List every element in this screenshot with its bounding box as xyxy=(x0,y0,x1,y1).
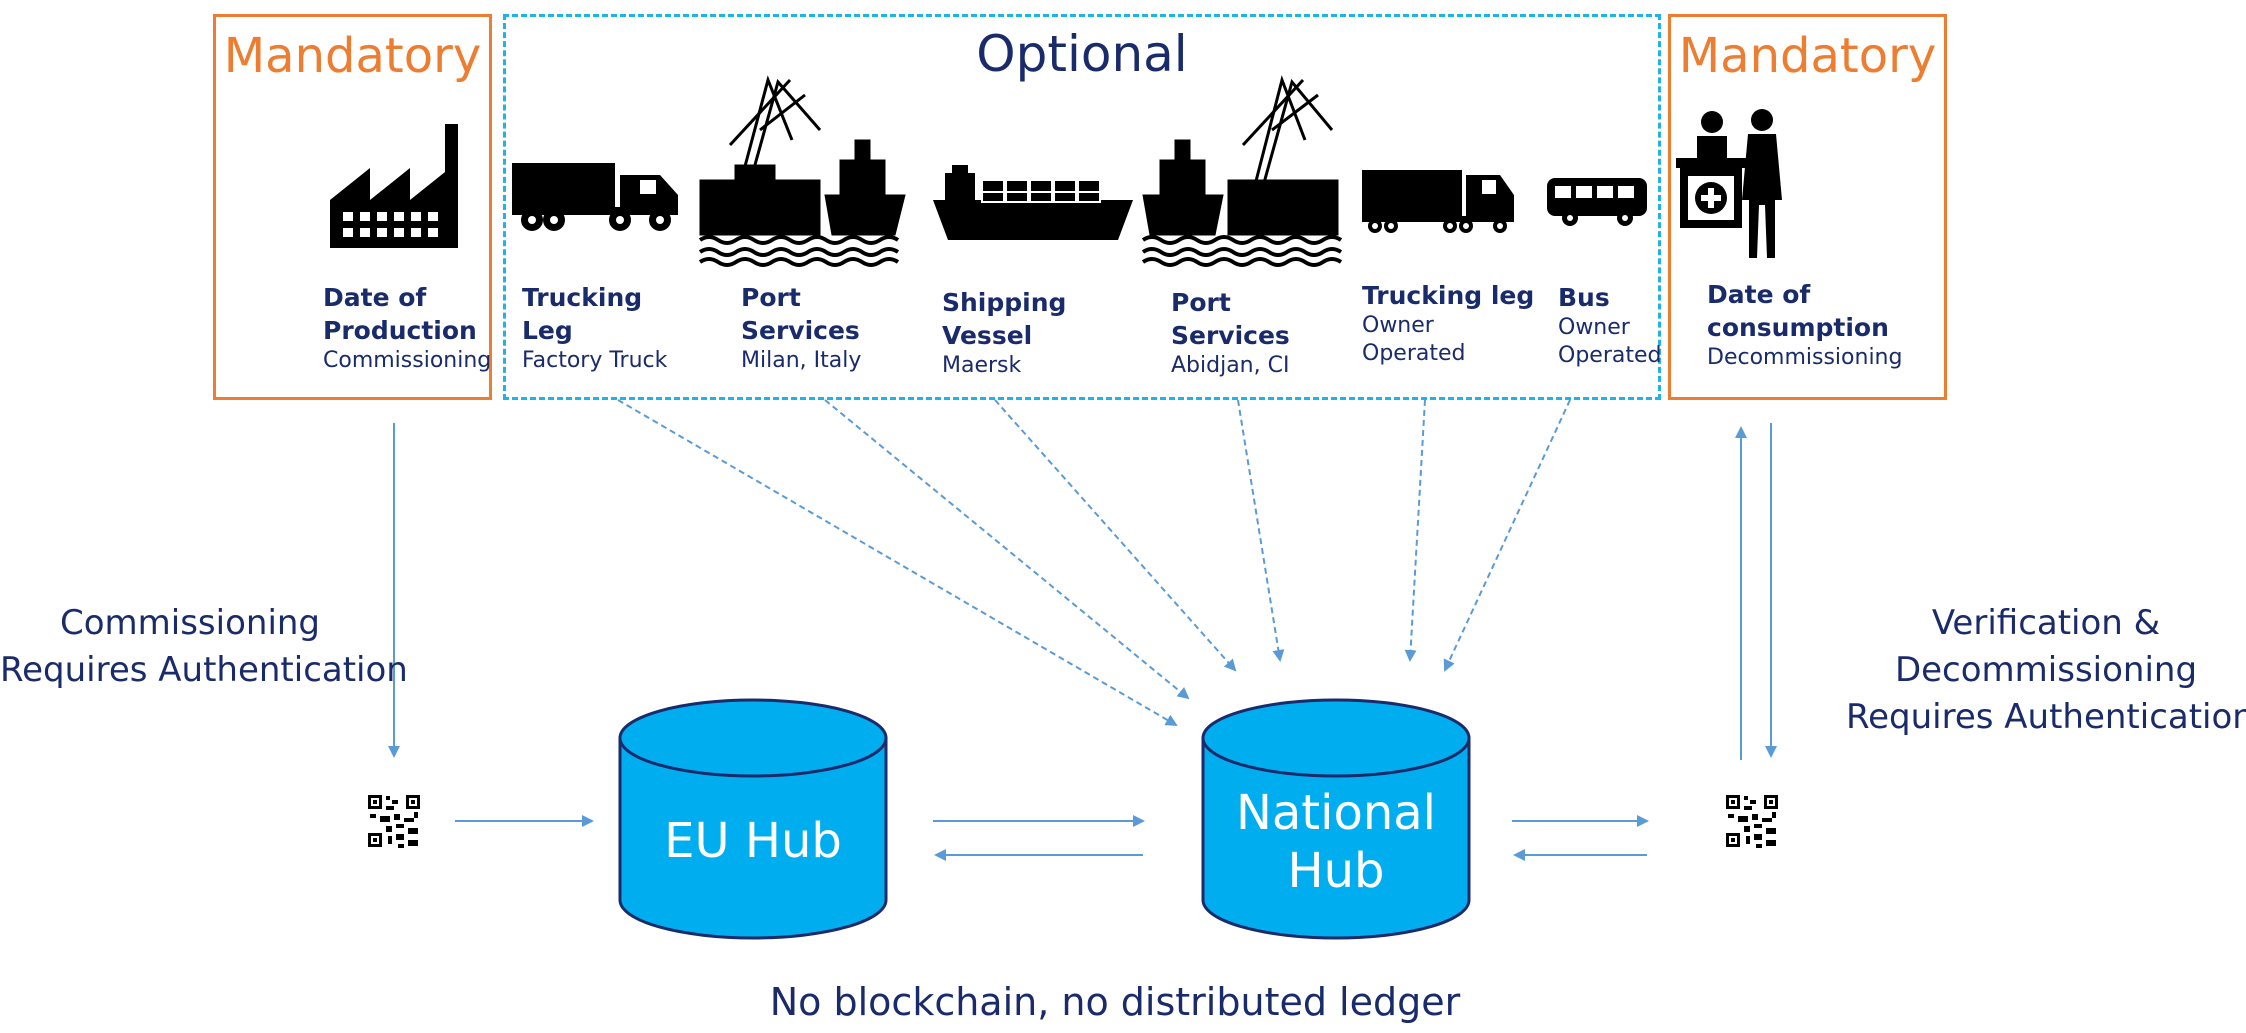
mandatory-consumption-box xyxy=(1668,14,1947,400)
truck-icon xyxy=(1362,170,1514,233)
mandatory-production-box xyxy=(213,14,492,400)
optional-dashed-arrows xyxy=(617,399,1571,727)
stage-bus-label: Bus Owner Operated xyxy=(1558,283,1662,368)
pharmacy-counter-icon xyxy=(1676,109,1782,258)
qr-code-icon xyxy=(1726,795,1778,848)
commissioning-note: Commissioning Requires Authentication xyxy=(0,603,408,690)
stage-trucking-leg-owner-label: Trucking leg Owner Operated xyxy=(1362,281,1535,366)
verification-note: Verification & Decommissioning Requires … xyxy=(1846,603,2246,737)
bus-icon xyxy=(1547,178,1647,226)
factory-icon xyxy=(330,124,458,248)
mandatory-left-header: Mandatory xyxy=(223,28,482,84)
eu-hub-label: EU Hub xyxy=(664,813,842,869)
truck-icon xyxy=(512,163,678,231)
qr-code-icon xyxy=(368,795,420,848)
port-crane-ship-icon xyxy=(698,75,906,267)
optional-header: Optional xyxy=(976,25,1188,83)
container-ship-icon xyxy=(933,165,1133,240)
national-hub-label: National Hub xyxy=(1235,785,1436,899)
footer-note: No blockchain, no distributed ledger xyxy=(769,980,1461,1024)
solid-flow-arrows xyxy=(388,423,1777,861)
eu-hub-cylinder xyxy=(618,698,888,940)
mandatory-right-header: Mandatory xyxy=(1678,28,1937,84)
national-hub-cylinder xyxy=(1201,698,1471,940)
optional-logistics-box xyxy=(503,14,1661,400)
port-crane-ship-icon xyxy=(1141,75,1343,267)
